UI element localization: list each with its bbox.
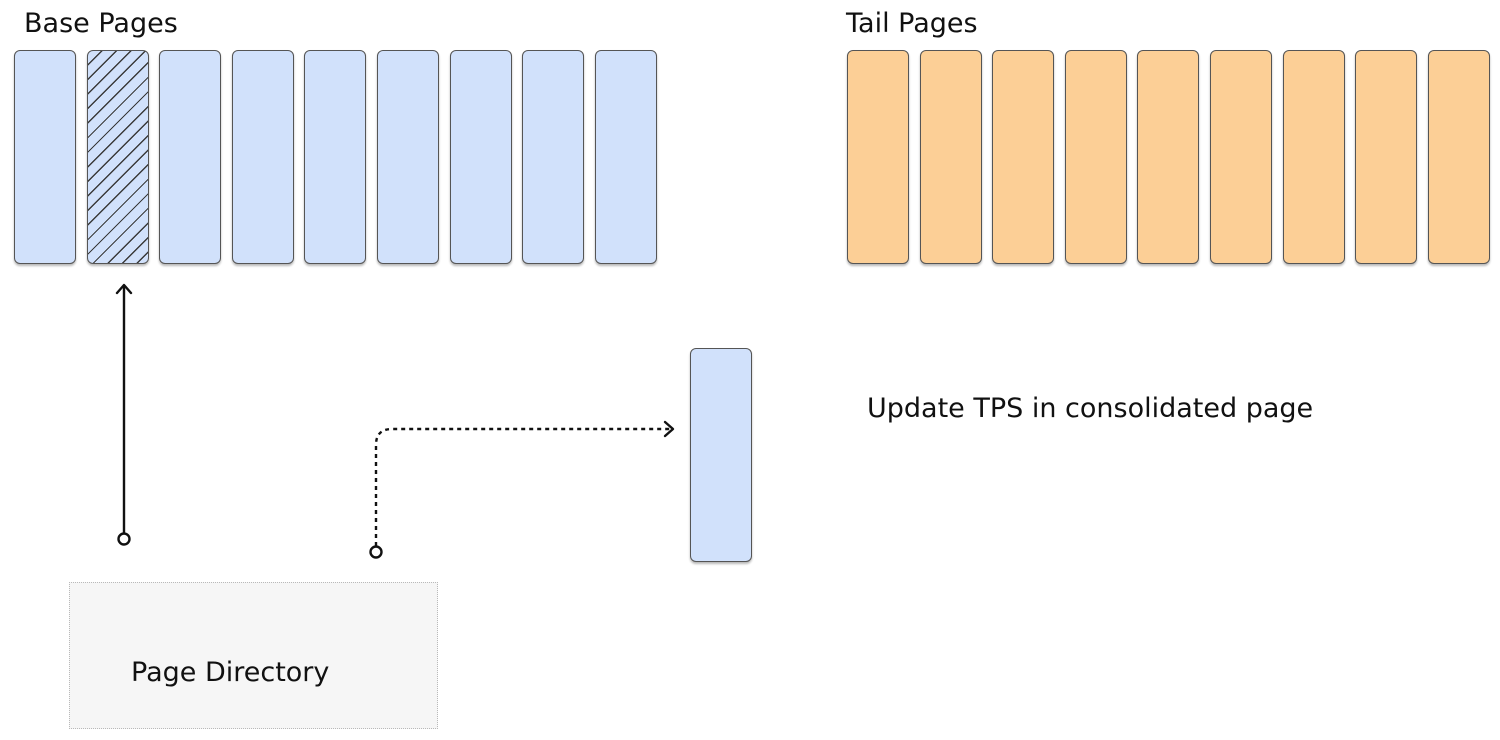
update-tps-label: Update TPS in consolidated page (867, 393, 1314, 424)
tail-page-3 (992, 50, 1054, 264)
base-page-5 (304, 50, 366, 264)
tail-page-8 (1355, 50, 1417, 264)
base-page-2-hatched (87, 50, 149, 264)
arrowhead-right-icon (663, 420, 675, 438)
consolidated-page (690, 348, 752, 562)
base-page-8 (522, 50, 584, 264)
tail-pages-label: Tail Pages (846, 8, 978, 39)
page-directory-label: Page Directory (131, 657, 330, 688)
base-page-1 (14, 50, 76, 264)
directory-to-base-page-arrow (115, 283, 133, 546)
tail-page-2 (920, 50, 982, 264)
tail-pages-row (847, 50, 1490, 264)
arrow-origin-dot (369, 545, 383, 559)
base-page-9 (595, 50, 657, 264)
arrowhead-up-icon (115, 283, 133, 295)
tail-page-5 (1137, 50, 1199, 264)
base-page-7 (450, 50, 512, 264)
base-pages-row (14, 50, 657, 264)
page-directory: Page Directory (69, 582, 438, 729)
tail-page-9 (1428, 50, 1490, 264)
base-pages-label: Base Pages (24, 8, 178, 39)
base-page-4 (232, 50, 294, 264)
directory-to-consolidated-page-arrow (369, 420, 675, 559)
tail-page-6 (1210, 50, 1272, 264)
arrow-origin-dot (117, 532, 131, 546)
tail-page-7 (1283, 50, 1345, 264)
base-page-3 (159, 50, 221, 264)
tail-page-4 (1065, 50, 1127, 264)
tail-page-1 (847, 50, 909, 264)
base-page-6 (377, 50, 439, 264)
dotted-path (374, 427, 671, 546)
